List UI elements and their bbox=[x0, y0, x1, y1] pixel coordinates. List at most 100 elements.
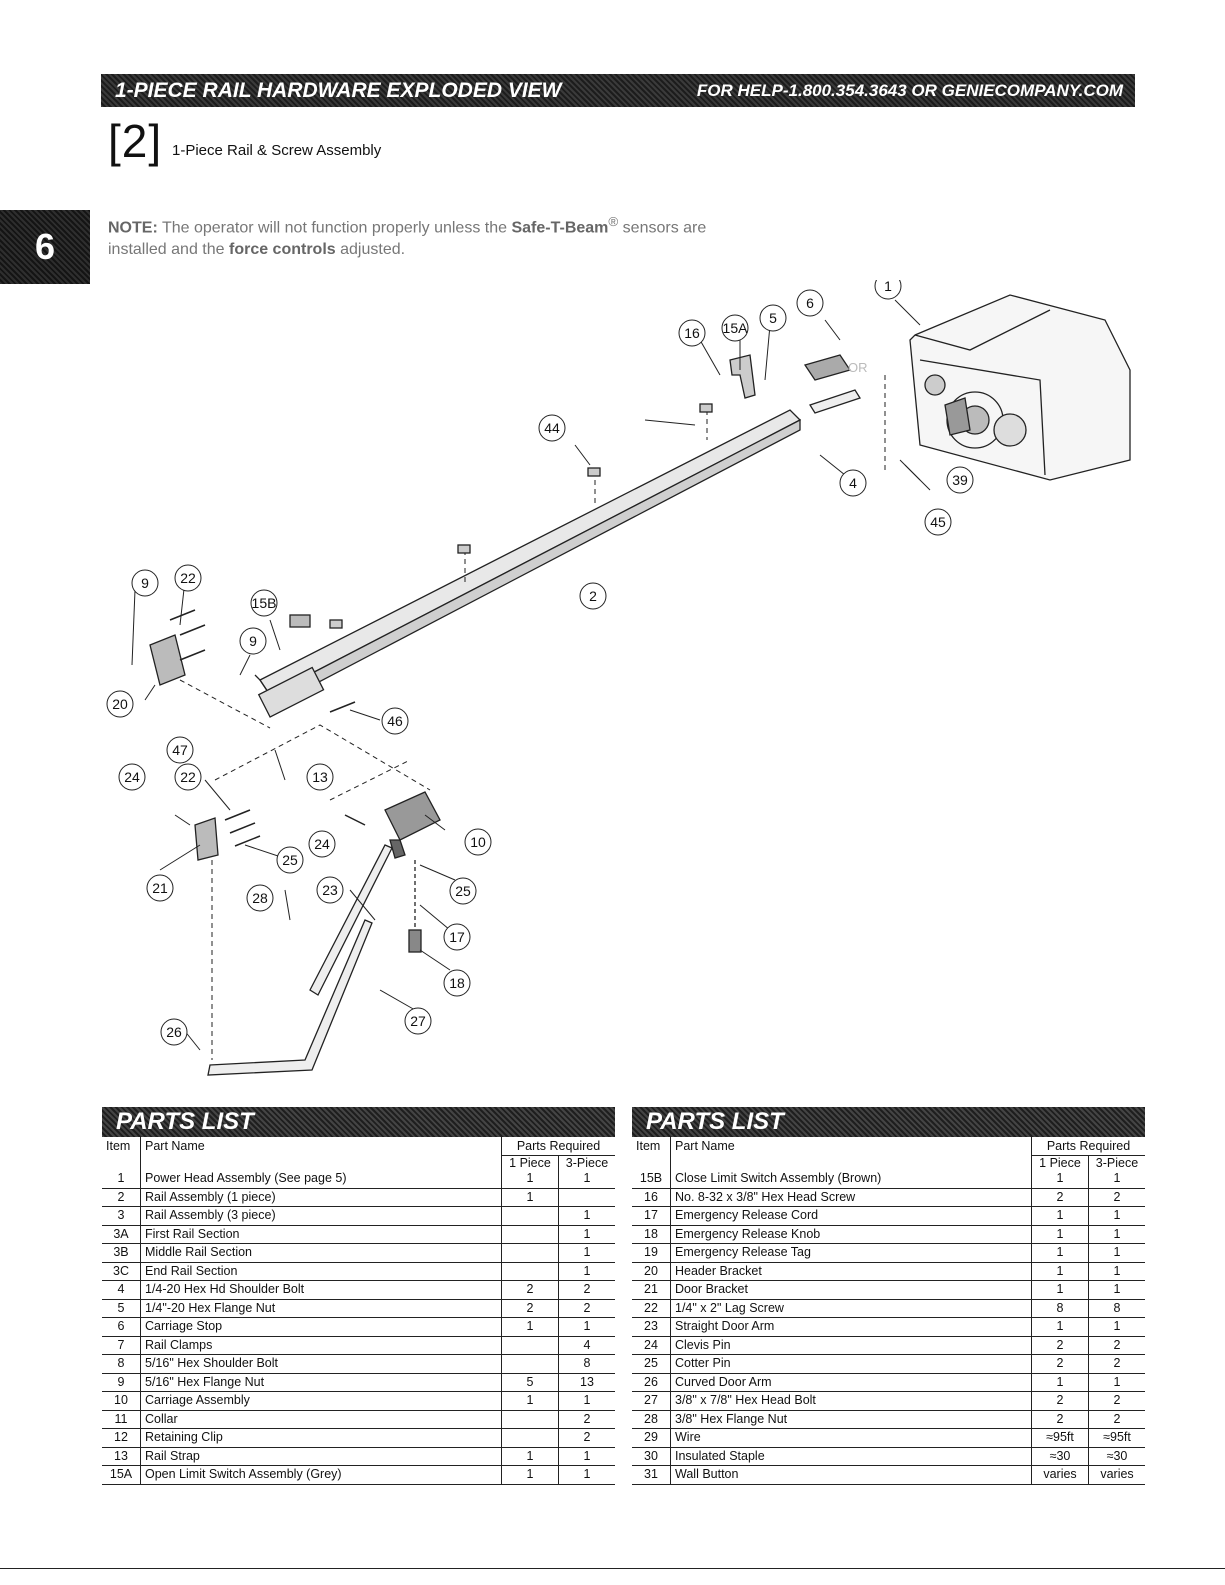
parts-table-left: Item Part Name Parts Required 1 Piece 3-… bbox=[102, 1137, 615, 1485]
svg-text:1: 1 bbox=[884, 280, 892, 294]
callout-23: 23 bbox=[316, 876, 344, 904]
qty-3-piece: 8 bbox=[1088, 1299, 1145, 1318]
note-text-2: sensors are installed and the bbox=[108, 219, 707, 259]
part-name: 5/16" Hex Flange Nut bbox=[140, 1373, 502, 1392]
part-item-number: 15B bbox=[632, 1170, 671, 1189]
qty-1-piece: 1 bbox=[501, 1170, 559, 1189]
qty-3-piece: 4 bbox=[558, 1336, 615, 1355]
part-name: Curved Door Arm bbox=[670, 1373, 1032, 1392]
qty-3-piece: 2 bbox=[558, 1410, 615, 1429]
part-name: First Rail Section bbox=[140, 1225, 502, 1244]
qty-3-piece: 1 bbox=[558, 1170, 615, 1189]
qty-3-piece: 2 bbox=[1088, 1410, 1145, 1429]
svg-text:21: 21 bbox=[152, 880, 168, 896]
help-contact: FOR HELP-1.800.354.3643 OR GENIECOMPANY.… bbox=[696, 80, 1123, 100]
qty-1-piece: 5 bbox=[501, 1373, 559, 1392]
qty-1-piece: 2 bbox=[1031, 1391, 1089, 1411]
part-item-number: 16 bbox=[632, 1188, 671, 1207]
callout-47: 47 bbox=[166, 736, 194, 764]
col-item: Item bbox=[102, 1137, 141, 1156]
qty-1-piece: 2 bbox=[1031, 1410, 1089, 1429]
qty-1-piece bbox=[501, 1206, 559, 1226]
part-item-number: 13 bbox=[102, 1447, 141, 1466]
qty-3-piece: 2 bbox=[1088, 1391, 1145, 1411]
qty-1-piece: 8 bbox=[1031, 1299, 1089, 1318]
qty-1-piece: 1 bbox=[1031, 1317, 1089, 1337]
part-name: No. 8-32 x 3/8" Hex Head Screw bbox=[670, 1188, 1032, 1207]
callout-13: 13 bbox=[306, 763, 334, 791]
part-item-number: 20 bbox=[632, 1262, 671, 1281]
col-parts-required: Parts Required bbox=[1046, 1139, 1131, 1153]
part-item-number: 7 bbox=[102, 1336, 141, 1355]
svg-text:10: 10 bbox=[470, 834, 486, 850]
part-name: Emergency Release Knob bbox=[670, 1225, 1032, 1244]
qty-1-piece bbox=[501, 1410, 559, 1429]
callout-22b: 22 bbox=[174, 763, 202, 791]
qty-3-piece: 1 bbox=[558, 1391, 615, 1411]
part-item-number: 18 bbox=[632, 1225, 671, 1244]
part-name: 5/16" Hex Shoulder Bolt bbox=[140, 1354, 502, 1374]
callout-44: 44 bbox=[538, 414, 566, 442]
col-3-piece: 3-Piece bbox=[1088, 1155, 1145, 1170]
callout-22a: 22 bbox=[174, 564, 202, 592]
qty-1-piece: 2 bbox=[1031, 1336, 1089, 1355]
note-controls: force controls bbox=[228, 241, 336, 259]
part-item-number: 11 bbox=[102, 1410, 141, 1429]
part-name: Rail Strap bbox=[140, 1447, 502, 1466]
svg-text:24: 24 bbox=[314, 836, 330, 852]
parts-list-left: PARTS LIST Item Part Name Parts Required… bbox=[102, 1107, 615, 1485]
qty-3-piece: 2 bbox=[1088, 1336, 1145, 1355]
qty-1-piece: 2 bbox=[1031, 1188, 1089, 1207]
parts-list-heading: PARTS LIST bbox=[102, 1107, 615, 1137]
part-name: Cotter Pin bbox=[670, 1354, 1032, 1374]
section-title: 1-Piece Rail & Screw Assembly bbox=[172, 142, 382, 159]
qty-3-piece: 1 bbox=[558, 1465, 615, 1485]
svg-text:39: 39 bbox=[952, 472, 968, 488]
part-item-number: 17 bbox=[632, 1206, 671, 1226]
svg-text:4: 4 bbox=[849, 475, 857, 491]
qty-3-piece: 1 bbox=[1088, 1170, 1145, 1189]
part-name: Header Bracket bbox=[670, 1262, 1032, 1281]
part-item-number: 15A bbox=[102, 1465, 141, 1485]
callout-2: 2 bbox=[579, 582, 607, 610]
part-item-number: 3C bbox=[102, 1262, 141, 1281]
part-item-number: 2 bbox=[102, 1188, 141, 1207]
qty-1-piece bbox=[501, 1336, 559, 1355]
svg-text:25: 25 bbox=[282, 852, 298, 868]
qty-1-piece bbox=[501, 1243, 559, 1263]
callout-46: 46 bbox=[381, 707, 409, 735]
chapter-tab: 6 bbox=[0, 210, 90, 284]
part-name: Door Bracket bbox=[670, 1280, 1032, 1300]
callout-16: 16 bbox=[678, 319, 706, 347]
col-item: Item bbox=[632, 1137, 671, 1156]
qty-1-piece bbox=[501, 1225, 559, 1244]
part-name: 3/8" Hex Flange Nut bbox=[670, 1410, 1032, 1429]
qty-3-piece: varies bbox=[1088, 1465, 1145, 1485]
part-item-number: 3A bbox=[102, 1225, 141, 1244]
part-item-number: 3B bbox=[102, 1243, 141, 1263]
qty-3-piece: 2 bbox=[1088, 1188, 1145, 1207]
part-name: 1/4"-20 Hex Flange Nut bbox=[140, 1299, 502, 1318]
svg-text:28: 28 bbox=[252, 890, 268, 906]
svg-text:20: 20 bbox=[112, 696, 128, 712]
note-brand: Safe-T-Beam bbox=[511, 219, 609, 237]
qty-3-piece: 1 bbox=[1088, 1262, 1145, 1281]
qty-1-piece bbox=[501, 1354, 559, 1374]
qty-1-piece: 1 bbox=[1031, 1206, 1089, 1226]
parts-list-right: PARTS LIST Item Part Name Parts Required… bbox=[632, 1107, 1145, 1485]
part-name: 3/8" x 7/8" Hex Head Bolt bbox=[670, 1391, 1032, 1411]
